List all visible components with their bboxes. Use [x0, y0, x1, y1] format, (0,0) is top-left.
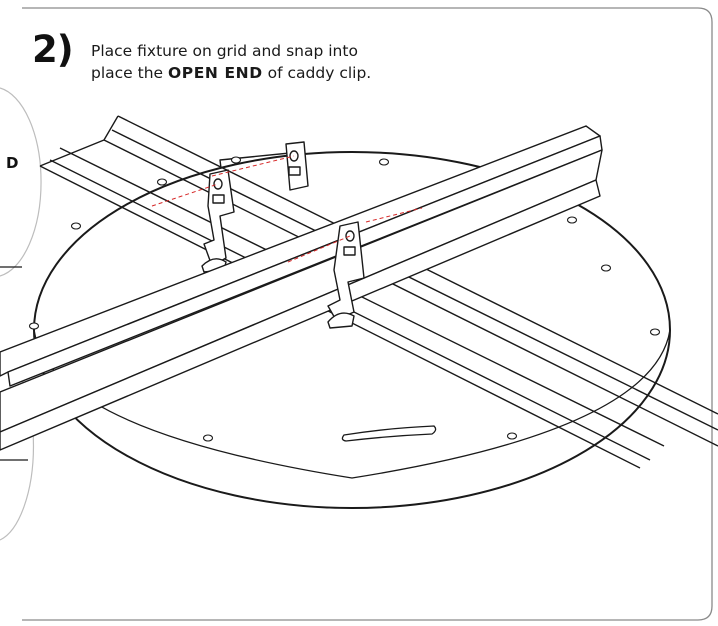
caddy-clip-upper-center — [285, 141, 309, 191]
panel-border — [22, 7, 713, 621]
callout-partial-letter: D — [6, 154, 19, 172]
disc-slot — [341, 425, 437, 442]
instruction-line-2-start: place the — [91, 64, 168, 82]
grid-tee-rail-b — [0, 125, 603, 451]
instruction-line-2-end: of caddy clip. — [262, 64, 372, 82]
instruction-emphasis: OPEN END — [168, 64, 263, 82]
instruction-line-2: place the OPEN END of caddy clip. — [91, 62, 491, 84]
step-number: 2) — [32, 28, 74, 71]
instruction-text: Place fixture on grid and snap into plac… — [91, 40, 491, 84]
instruction-line-1: Place fixture on grid and snap into — [91, 42, 358, 60]
disc-mounting-holes — [28, 156, 661, 442]
caddy-clip-upper-left — [201, 169, 235, 273]
alignment-guides — [151, 155, 423, 263]
callout-circle-top — [0, 87, 42, 277]
caddy-clip-center — [327, 221, 365, 329]
